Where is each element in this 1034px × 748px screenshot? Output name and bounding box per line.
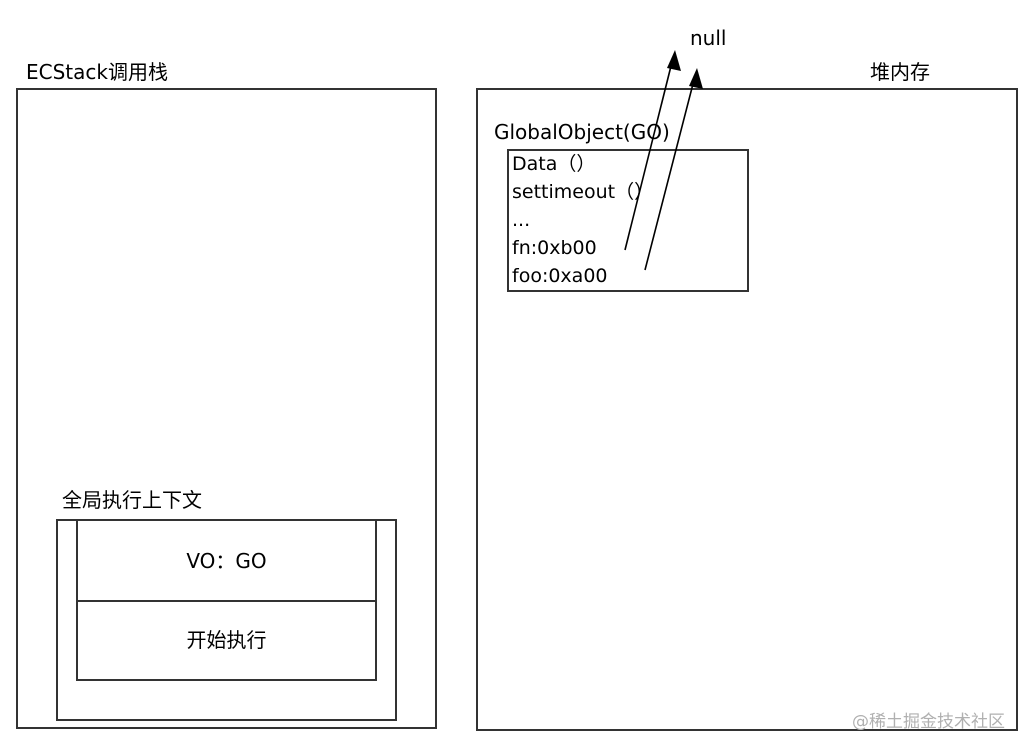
foo-pointer-arrowhead xyxy=(689,68,703,89)
global-object-box: Data（） settimeout（） ... fn:0xb00 foo:0xa… xyxy=(507,149,749,292)
global-context-title: 全局执行上下文 xyxy=(62,488,202,512)
go-item-foo: foo:0xa00 xyxy=(512,265,608,287)
go-item-settimeout: settimeout（） xyxy=(512,181,654,203)
global-object-title: GlobalObject(GO) xyxy=(494,120,670,144)
ecstack-box xyxy=(16,88,437,729)
vo-text: VO：GO xyxy=(186,549,267,573)
go-item-fn: fn:0xb00 xyxy=(512,237,597,259)
go-item-data: Data（） xyxy=(512,153,596,175)
ecstack-title: ECStack调用栈 xyxy=(26,60,168,84)
fn-pointer-arrowhead xyxy=(667,50,681,71)
status-text: 开始执行 xyxy=(186,628,267,652)
vo-cell: VO：GO xyxy=(76,519,377,602)
go-item-ellipsis: ... xyxy=(512,209,531,231)
status-cell: 开始执行 xyxy=(76,600,377,681)
heap-title: 堆内存 xyxy=(870,60,930,84)
null-label: null xyxy=(690,26,727,50)
heap-box xyxy=(476,88,1018,731)
watermark: @稀土掘金技术社区 xyxy=(852,712,1005,732)
